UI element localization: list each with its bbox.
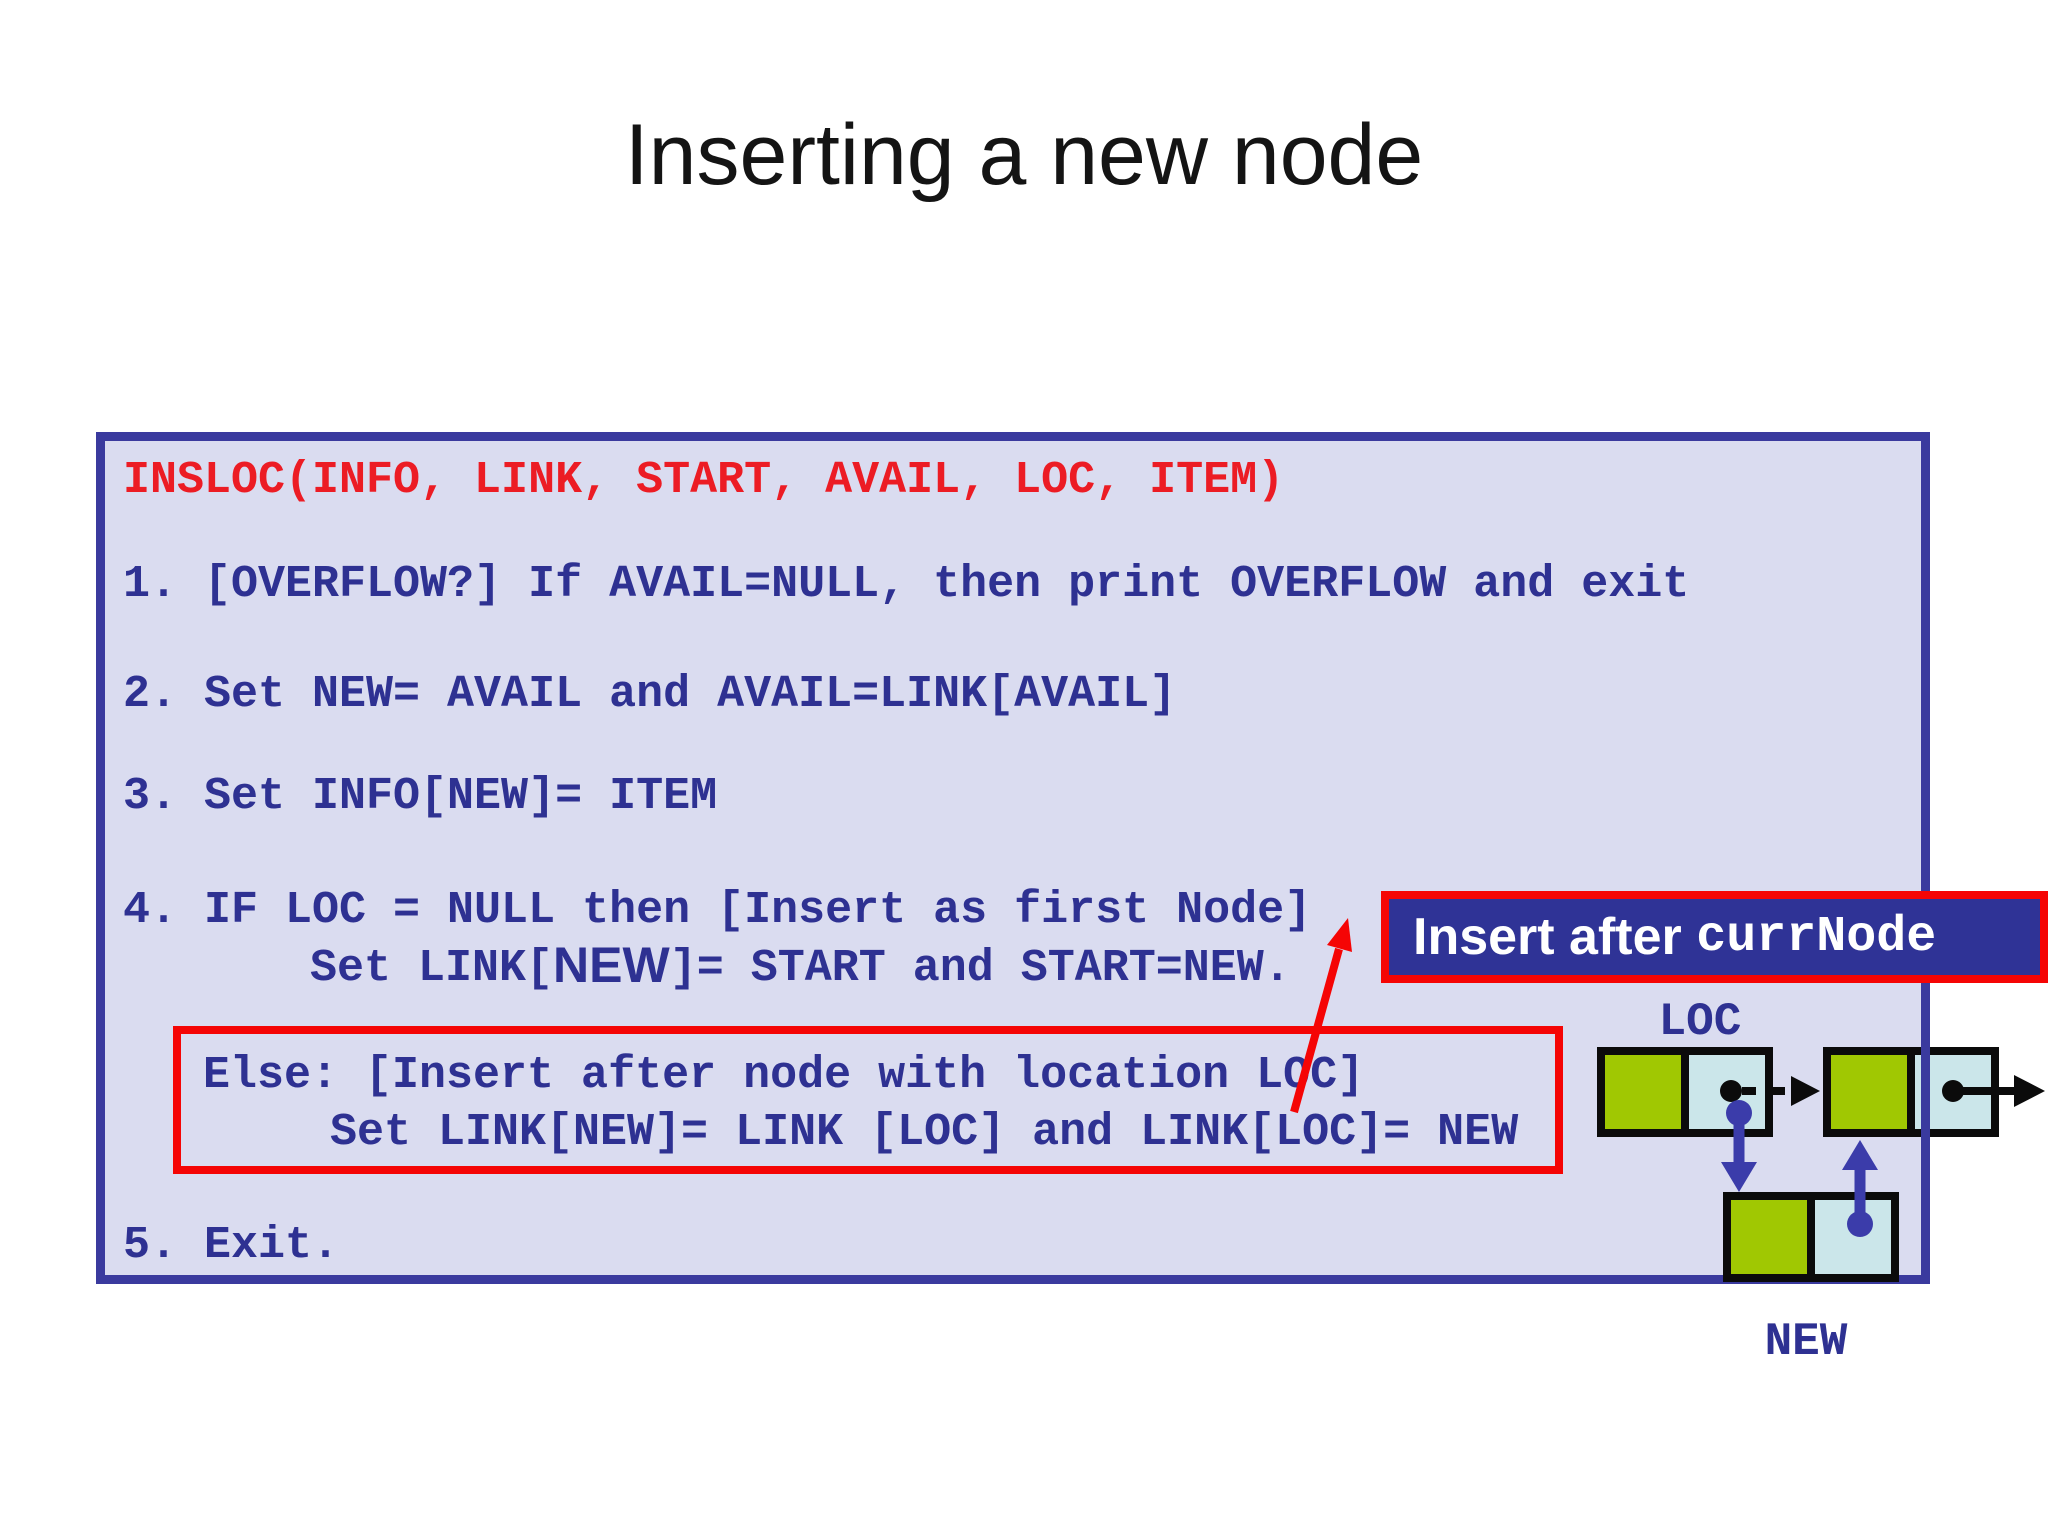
- node-new: [1723, 1192, 1899, 1282]
- node-loc-link-cell: [1689, 1055, 1765, 1129]
- callout-text-sans: Insert after: [1413, 908, 1697, 966]
- node-next-info-cell: [1831, 1055, 1915, 1129]
- else-highlight-rect: [173, 1026, 1563, 1174]
- algorithm-step-5: 5. Exit.: [123, 1220, 340, 1271]
- algorithm-step-4: 4. IF LOC = NULL then [Insert as first N…: [123, 885, 1312, 936]
- algorithm-step-1: 1. [OVERFLOW?] If AVAIL=NULL, then print…: [123, 559, 1690, 610]
- new-label: NEW: [1764, 1316, 1848, 1368]
- loc-label: LOC: [1658, 996, 1742, 1048]
- node-loc: [1597, 1047, 1773, 1137]
- node-next-link-cell: [1915, 1055, 1991, 1129]
- algorithm-step-4b: Set LINK[NEW]= START and START=NEW.: [310, 940, 1291, 994]
- node-loc-info-cell: [1605, 1055, 1689, 1129]
- algorithm-step-2: 2. Set NEW= AVAIL and AVAIL=LINK[AVAIL]: [123, 669, 1177, 720]
- step4b-emphasis-new: NEW: [553, 937, 670, 993]
- page-title: Inserting a new node: [624, 107, 1424, 203]
- algorithm-header: INSLOC(INFO, LINK, START, AVAIL, LOC, IT…: [123, 455, 1285, 506]
- algorithm-else-2: Set LINK[NEW]= LINK [LOC] and LINK[LOC]=…: [330, 1107, 1519, 1158]
- callout-insert-after-currnode: Insert after currNode: [1381, 891, 2048, 983]
- algorithm-step-3: 3. Set INFO[NEW]= ITEM: [123, 771, 718, 822]
- node-new-link-cell: [1815, 1200, 1891, 1274]
- algorithm-box: [96, 432, 1930, 1284]
- algorithm-else-1: Else: [Insert after node with location L…: [203, 1050, 1365, 1101]
- step4b-suffix: ]= START and START=NEW.: [669, 943, 1291, 994]
- step4b-prefix: Set LINK[: [310, 943, 554, 994]
- node-new-info-cell: [1731, 1200, 1815, 1274]
- callout-text-mono: currNode: [1696, 908, 1937, 966]
- node-next: [1823, 1047, 1999, 1137]
